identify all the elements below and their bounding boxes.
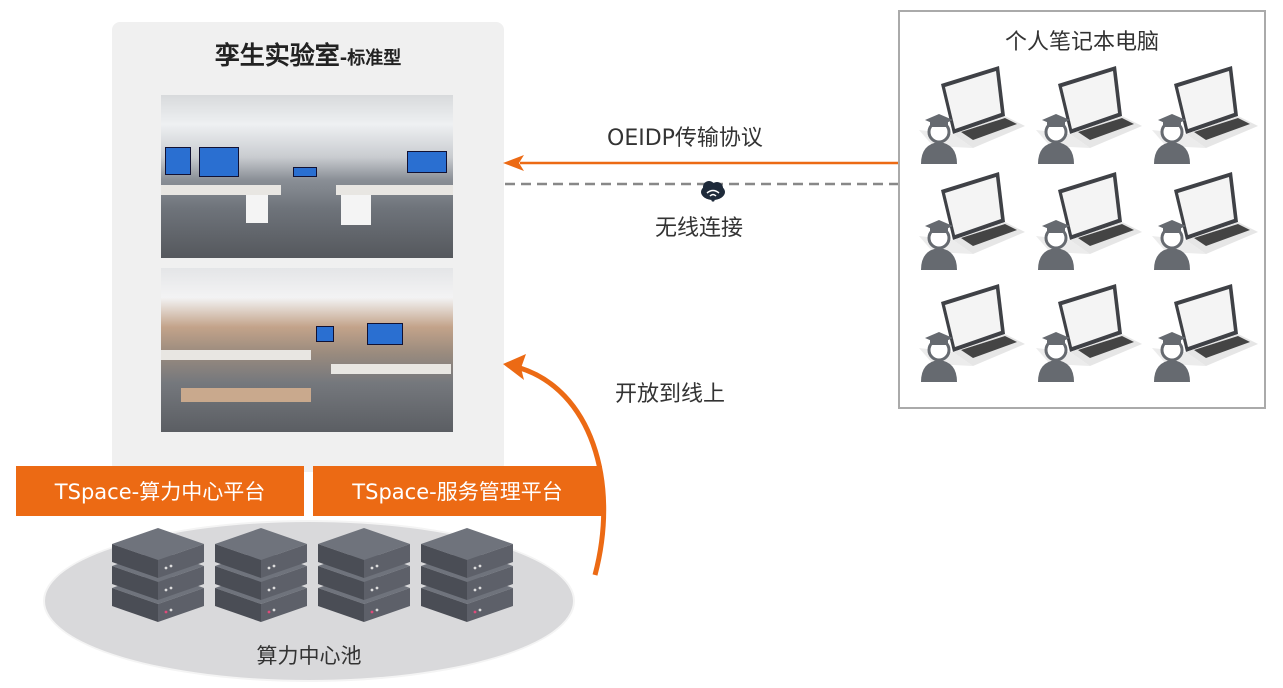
lab-photo-2 [161, 268, 453, 432]
compute-pool-label: 算力中心池 [256, 644, 362, 668]
open-online-label: 开放到线上 [615, 382, 726, 407]
student-laptop-icon [1030, 282, 1145, 382]
student-laptop-icon [913, 170, 1028, 270]
compute-center-platform-label: TSpace-算力中心平台 [16, 466, 304, 516]
student-laptop-icon [1146, 64, 1261, 164]
student-laptop-icon [1030, 170, 1145, 270]
lab-title: 孪生实验室-标准型 [112, 36, 504, 72]
lab-title-main: 孪生实验室 [214, 41, 340, 70]
laptops-title: 个人笔记本电脑 [1004, 30, 1159, 55]
open-online-arrow [519, 365, 607, 576]
student-laptop-icon [1030, 64, 1145, 164]
server-icon [419, 528, 515, 628]
open-online-arrow-head [503, 354, 526, 380]
wifi-cloud-icon [701, 181, 725, 202]
protocol-arrow-head [503, 155, 524, 171]
server-icon [110, 528, 206, 628]
server-icon [213, 528, 309, 628]
server-icon [316, 528, 412, 628]
lab-title-sub: -标准型 [339, 48, 402, 69]
wireless-label: 无线连接 [655, 216, 744, 241]
student-laptop-icon [913, 64, 1028, 164]
student-laptop-icon [1146, 282, 1261, 382]
service-management-platform-label: TSpace-服务管理平台 [313, 466, 602, 516]
lab-photo-1 [161, 95, 453, 258]
student-laptop-icon [1146, 170, 1261, 270]
protocol-label: OEIDP传输协议 [607, 126, 763, 151]
student-laptop-icon [913, 282, 1028, 382]
